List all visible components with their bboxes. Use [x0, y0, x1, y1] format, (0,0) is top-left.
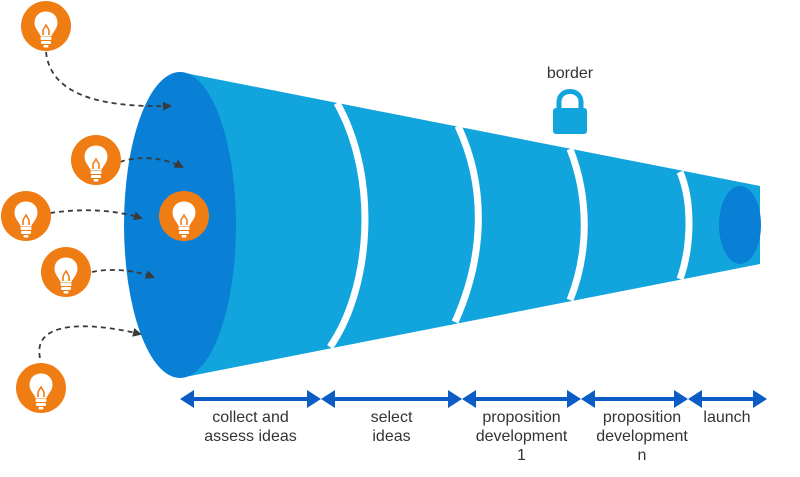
lightbulb-icon: [21, 1, 71, 51]
idea-arrow-5: [38, 325, 142, 359]
stage-label-launch: launch: [694, 408, 760, 427]
stage-label-proposition-1: proposition development 1: [462, 408, 581, 465]
stage-divider-1: [327, 101, 369, 350]
stage-label-line: select: [370, 409, 413, 426]
lightbulb-icon: [1, 191, 51, 241]
idea-flow-arrows: [38, 51, 184, 359]
stage-label-line: development: [596, 428, 688, 445]
stage-divider-2: [451, 124, 482, 324]
stage-dividers: [327, 101, 693, 350]
stage-label-line: ideas: [372, 428, 411, 445]
lightbulb-icon: [16, 363, 66, 413]
stage-label-proposition-n: proposition development n: [581, 408, 703, 465]
stage-label-select: select ideas: [331, 408, 452, 446]
stage-arrow-4: [581, 390, 688, 408]
idea-arrow-2: [119, 157, 184, 168]
lightbulb-icon: [159, 191, 209, 241]
stage-divider-3: [566, 147, 588, 302]
stage-label-line: proposition: [602, 409, 682, 426]
stage-arrow-2: [321, 390, 462, 408]
stage-arrow-1: [180, 390, 321, 408]
stage-label-line: launch: [703, 409, 751, 426]
idea-arrow-4: [91, 269, 155, 279]
border-label: border: [546, 65, 594, 82]
lightbulb-icon: [41, 247, 91, 297]
stage-arrow-3: [462, 390, 581, 408]
idea-arrow-3: [49, 209, 143, 221]
stage-label-line: 1: [517, 447, 526, 464]
idea-arrow-1: [45, 51, 172, 111]
stage-arrow-5: [688, 390, 767, 408]
stage-label-line: n: [637, 447, 647, 464]
stage-label-line: proposition: [482, 409, 561, 426]
stage-label-line: development: [475, 428, 568, 445]
stage-span-arrows: [180, 390, 767, 408]
stage-label-line: collect and: [212, 409, 289, 426]
stage-label-line: assess ideas: [204, 428, 297, 445]
lightbulb-icon: [71, 135, 121, 185]
idea-bulbs: [1, 1, 209, 413]
stage-divider-4: [676, 170, 693, 281]
padlock-icon: [553, 89, 587, 134]
funnel-outlet: [719, 186, 761, 264]
funnel-body: [180, 72, 760, 378]
stage-label-collect: collect and assess ideas: [180, 408, 321, 446]
